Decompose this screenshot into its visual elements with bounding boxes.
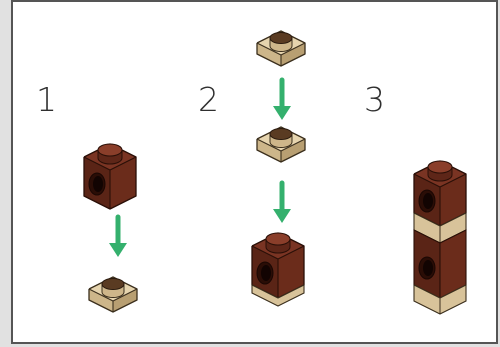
step-number-3: 3 (364, 80, 385, 119)
brown-technic-brick (251, 232, 305, 299)
step-number-1: 1 (36, 80, 57, 119)
step-number-2: 2 (198, 80, 219, 119)
brown-technic-brick (83, 143, 137, 210)
step-2-assembly (251, 30, 306, 307)
brown-technic-brick (413, 160, 467, 227)
step-3-assembly (413, 160, 467, 315)
